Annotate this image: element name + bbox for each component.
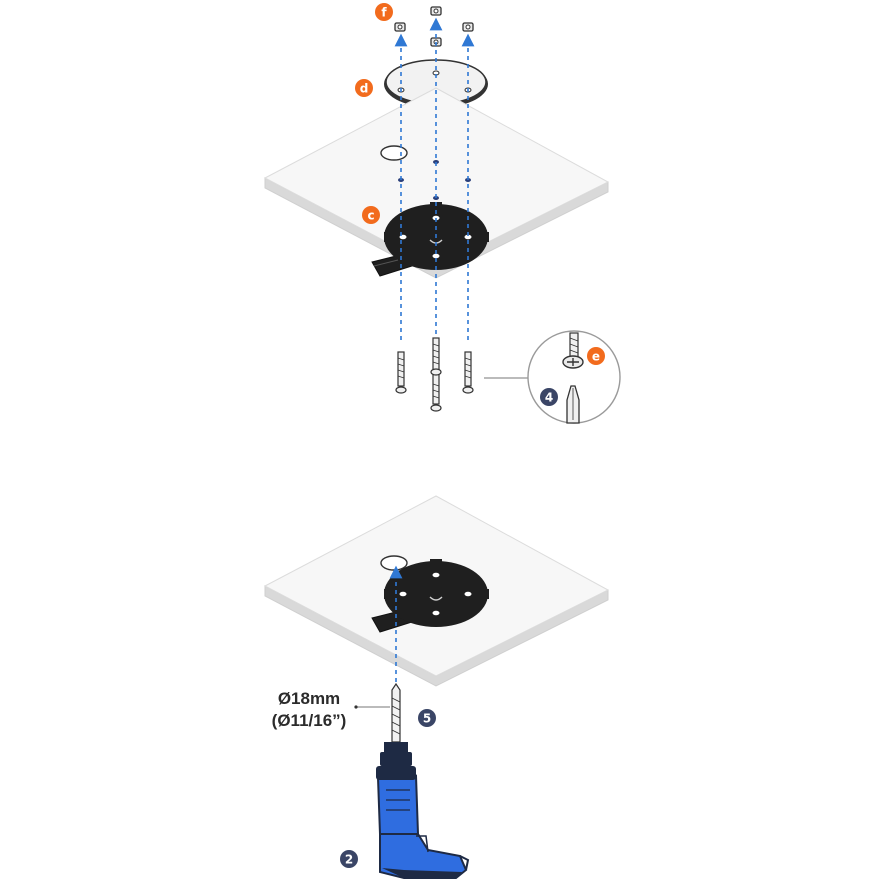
drill-bit-size-metric: Ø18mm	[278, 689, 340, 708]
callout-badge-c: c	[362, 206, 380, 224]
callout-badge-d: d	[355, 79, 373, 97]
screwdriver-icon	[566, 385, 580, 424]
drill-bit-size-imperial: (Ø11/16”)	[272, 711, 347, 730]
drill-icon	[376, 682, 470, 879]
detail-zoom-circle	[527, 330, 621, 424]
callout-label-e: e	[592, 350, 600, 364]
screw-icon	[462, 351, 474, 394]
mounting-bracket-lower	[371, 559, 489, 633]
callout-label-d: d	[360, 82, 369, 96]
callout-label-f: f	[381, 6, 387, 20]
step-label-5: 5	[423, 712, 431, 726]
nut-icon	[394, 22, 406, 32]
alignment-arrows-upper	[394, 17, 475, 350]
step-badge-5: 5	[418, 709, 436, 727]
callout-label-c: c	[367, 209, 374, 223]
nut-icon	[430, 6, 442, 47]
step-label-2: 2	[345, 853, 353, 867]
lower-assembly: Ø18mm (Ø11/16”)	[263, 495, 610, 879]
leader-dot	[354, 705, 358, 709]
screw-icon	[430, 337, 442, 412]
screw-icon	[562, 332, 584, 369]
screw-icon	[395, 351, 407, 394]
callout-badge-f: f	[375, 3, 393, 21]
step-label-4: 4	[545, 391, 553, 405]
nut-icon	[462, 22, 474, 32]
step-badge-2: 2	[340, 850, 358, 868]
step-badge-4: 4	[540, 388, 558, 406]
callout-badge-e: e	[587, 347, 605, 365]
upper-assembly	[263, 6, 621, 424]
screw-tip-markers	[398, 160, 471, 200]
